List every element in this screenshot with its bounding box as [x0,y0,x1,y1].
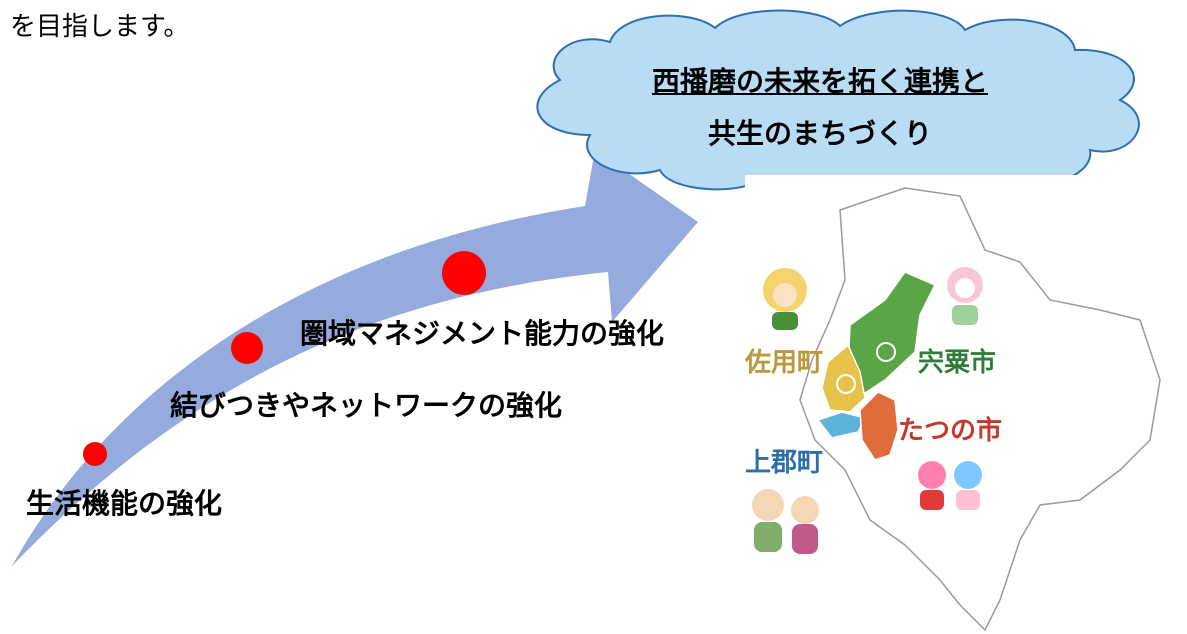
mascot-shiso-icon [947,267,983,325]
goal-subtitle: 共生のまちづくり [707,117,932,150]
town-label-shiso: 宍粟市 [918,348,997,378]
mascot-kamigori-icon [752,489,819,554]
step-label-3: 圏域マネジメント能力の強化 [300,317,665,350]
shiso-mark-icon [876,342,896,362]
goal-cloud [536,9,1140,195]
town-label-tatsuno: たつの市 [898,416,1003,446]
town-label-kamigori: 上郡町 [745,448,824,478]
town-label-sayo: 佐用町 [745,348,824,378]
step-label-2: 結びつきやネットワークの強化 [170,389,563,422]
mascot-tatsuno-icon [918,461,982,510]
region-sayo [821,343,866,413]
mascot-sayo-icon [763,268,807,330]
step-label-1: 生活機能の強化 [26,487,223,520]
milestone-dot-1 [83,442,107,466]
milestone-dot-2 [231,332,263,364]
milestone-dot-3 [442,251,486,295]
sayo-mark-icon [836,374,856,394]
progress-arrow [12,150,698,566]
region-tatsuno [859,391,899,461]
goal-title: 西播磨の未来を拓く連携と [651,65,988,98]
intro-text: を目指します。 [10,12,190,42]
